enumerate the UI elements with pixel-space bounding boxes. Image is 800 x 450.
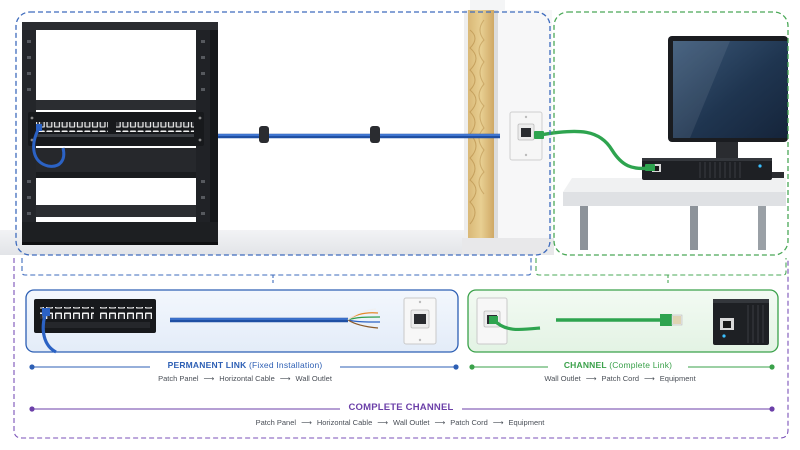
permanent-link-subtitle: (Fixed Installation) bbox=[248, 360, 323, 370]
arrow-icon: ⟶ bbox=[279, 374, 291, 383]
channel-bracket bbox=[535, 258, 787, 276]
flow-item: Patch Cord bbox=[601, 374, 640, 383]
patch-cord-icon bbox=[556, 314, 683, 326]
flow-item: Patch Panel bbox=[158, 374, 199, 383]
complete-channel-title: COMPLETE CHANNEL bbox=[340, 402, 462, 413]
flow-item: Wall Outlet bbox=[393, 418, 430, 427]
permanent-link-title-text: PERMANENT LINK bbox=[167, 360, 247, 370]
complete-channel-title-text: COMPLETE CHANNEL bbox=[348, 402, 454, 413]
flow-item: Patch Cord bbox=[450, 418, 488, 427]
flow-item: Wall Outlet bbox=[544, 374, 581, 383]
arrow-icon: ⟶ bbox=[434, 418, 446, 427]
flow-item: Wall Outlet bbox=[295, 374, 332, 383]
complete-channel-flow: Patch Panel ⟶ Horizontal Cable ⟶ Wall Outlet… bbox=[200, 418, 600, 427]
permanent-link-scene-box bbox=[15, 11, 551, 256]
arrow-icon: ⟶ bbox=[203, 374, 215, 383]
computer-equipment bbox=[642, 158, 784, 180]
permanent-link-flow: Patch Panel ⟶ Horizontal Cable ⟶ Wall Outlet bbox=[100, 374, 390, 383]
flow-item: Horizontal Cable bbox=[316, 418, 373, 427]
channel-scene-box bbox=[553, 11, 789, 256]
server-rack bbox=[22, 22, 218, 245]
desk bbox=[563, 178, 786, 250]
flow-item: Patch Panel bbox=[255, 418, 297, 427]
arrow-icon: ⟶ bbox=[301, 418, 312, 427]
cable-clip-1-icon bbox=[259, 126, 269, 143]
patch-cord bbox=[534, 129, 655, 171]
arrow-icon: ⟶ bbox=[377, 418, 389, 427]
horizontal-cable-icon bbox=[170, 308, 381, 329]
complete-channel-bracket bbox=[13, 258, 789, 439]
arrow-icon: ⟶ bbox=[492, 418, 504, 427]
flow-item: Equipment bbox=[508, 418, 545, 427]
channel-subtitle: (Complete Link) bbox=[609, 360, 673, 370]
permanent-link-title: PERMANENT LINK (Fixed Installation) bbox=[150, 360, 340, 370]
wall-outlet-icon bbox=[403, 297, 437, 345]
arrow-icon: ⟶ bbox=[644, 374, 655, 383]
channel-flow: Wall Outlet ⟶ Patch Cord ⟶ Equipment bbox=[500, 374, 740, 383]
arrow-icon: ⟶ bbox=[585, 374, 597, 383]
flow-item: Horizontal Cable bbox=[219, 374, 275, 383]
monitor bbox=[668, 36, 788, 168]
patch-panel-icon bbox=[34, 299, 156, 354]
flow-item: Equipment bbox=[659, 374, 696, 383]
permanent-link-bracket bbox=[21, 258, 532, 276]
channel-title: CHANNEL (Complete Link) bbox=[548, 360, 688, 370]
equipment-icon bbox=[713, 299, 769, 345]
horizontal-cable bbox=[206, 126, 500, 143]
cable-clip-2-icon bbox=[370, 126, 380, 143]
channel-title-text: CHANNEL bbox=[563, 360, 607, 370]
channel-outlet-icon bbox=[476, 297, 541, 345]
